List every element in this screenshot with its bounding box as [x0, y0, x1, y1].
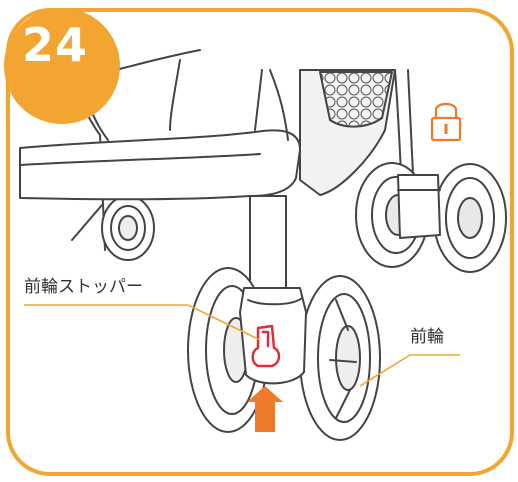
step-number: 24: [22, 18, 89, 72]
wheel-leader-line: [359, 354, 460, 387]
front-wheel-stopper-pedal: [251, 324, 281, 368]
up-arrow-icon: [247, 386, 283, 432]
stopper-leader-line: [24, 304, 261, 341]
front-wheel-stopper-label: 前輪ストッパー: [24, 277, 143, 297]
front-wheel-label: 前輪: [410, 327, 444, 347]
lock-icon: [430, 102, 462, 142]
front-wheel-right: [299, 275, 381, 441]
rear-right-wheels: [355, 162, 507, 273]
rear-left-wheel: [71, 195, 155, 261]
stroller-seat: [254, 69, 415, 196]
stroller-cross-bar: [19, 129, 301, 201]
step-badge-circle: [4, 8, 120, 124]
front-leg-post: [249, 195, 287, 301]
